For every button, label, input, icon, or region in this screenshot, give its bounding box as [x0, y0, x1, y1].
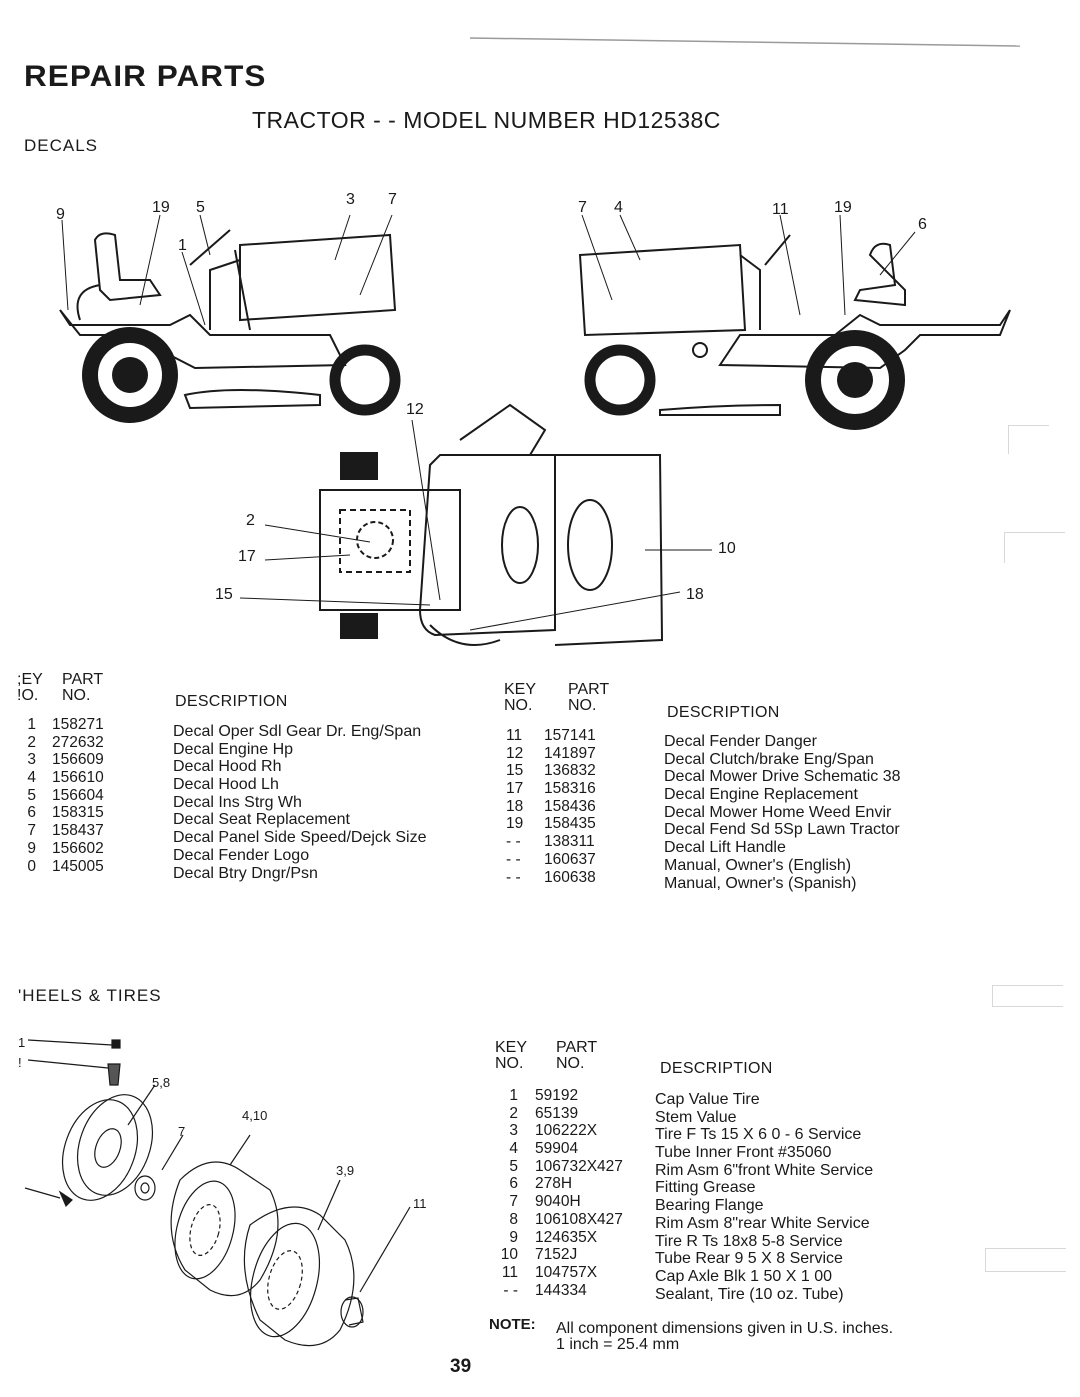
front-rim: [62, 1094, 153, 1201]
right-tractor-illustration: [578, 234, 1011, 430]
callout: 7: [178, 1124, 186, 1139]
table-header-description: DESCRIPTION: [667, 704, 780, 721]
callout: 9: [56, 206, 65, 223]
callout: 19: [834, 199, 852, 216]
callout: 3: [346, 191, 355, 208]
page-number: 39: [450, 1356, 472, 1377]
top-rule: [469, 37, 1021, 47]
callout: 7: [578, 199, 587, 216]
table-header-part: PART NO.: [62, 671, 104, 704]
rear-tire: [243, 1206, 355, 1347]
callout: 1: [178, 237, 187, 254]
section-decals: DECALS: [24, 136, 99, 155]
note-line-1: All component dimensions given in U.S. i…: [556, 1320, 894, 1337]
callout: 4,10: [242, 1108, 268, 1123]
callout: 11: [772, 201, 789, 218]
callout: 11: [413, 1196, 427, 1211]
callout: 19: [152, 199, 170, 216]
scan-mark: [992, 985, 1063, 1007]
scan-mark: [1004, 532, 1065, 563]
table-header-key: KEY NO.: [495, 1039, 528, 1072]
note-line-2: 1 inch = 25.4 mm: [556, 1336, 680, 1353]
callout: 18: [686, 586, 704, 603]
callout: 4: [614, 199, 623, 216]
callout: 17: [238, 548, 256, 565]
callout: 3,9: [336, 1163, 355, 1178]
callout: 2: [246, 512, 255, 529]
front-tire: [170, 1161, 279, 1297]
table-header-part: PART NO.: [556, 1039, 598, 1072]
table-header-part: PART NO.: [568, 681, 610, 714]
callout: 1: [18, 1035, 26, 1050]
note-label: NOTE:: [489, 1316, 536, 1333]
callout: 5: [196, 199, 205, 216]
callout: 5,8: [152, 1075, 171, 1090]
callout: !: [18, 1055, 22, 1070]
top-view-illustration: [319, 403, 664, 646]
table-header-description: DESCRIPTION: [660, 1060, 773, 1077]
callout: 7: [388, 191, 397, 208]
left-tractor-illustration: [59, 229, 401, 423]
section-wheels-tires: 'HEELS & TIRES: [18, 986, 162, 1005]
decals-diagram: [59, 214, 1011, 646]
callout: 6: [918, 216, 927, 233]
table-header-key: ;EY !O.: [17, 671, 43, 704]
callout: 12: [406, 401, 424, 418]
scan-mark: [985, 1248, 1066, 1272]
scan-mark: [1008, 425, 1049, 454]
callout: 10: [718, 540, 736, 557]
wheels-diagram: [24, 1039, 411, 1347]
table-header-key: KEY NO.: [504, 681, 537, 714]
table-header-description: DESCRIPTION: [175, 693, 288, 710]
page-title: REPAIR PARTS: [24, 60, 267, 93]
model-title: TRACTOR - - MODEL NUMBER HD12538C: [252, 107, 721, 133]
callout: 15: [215, 586, 233, 603]
